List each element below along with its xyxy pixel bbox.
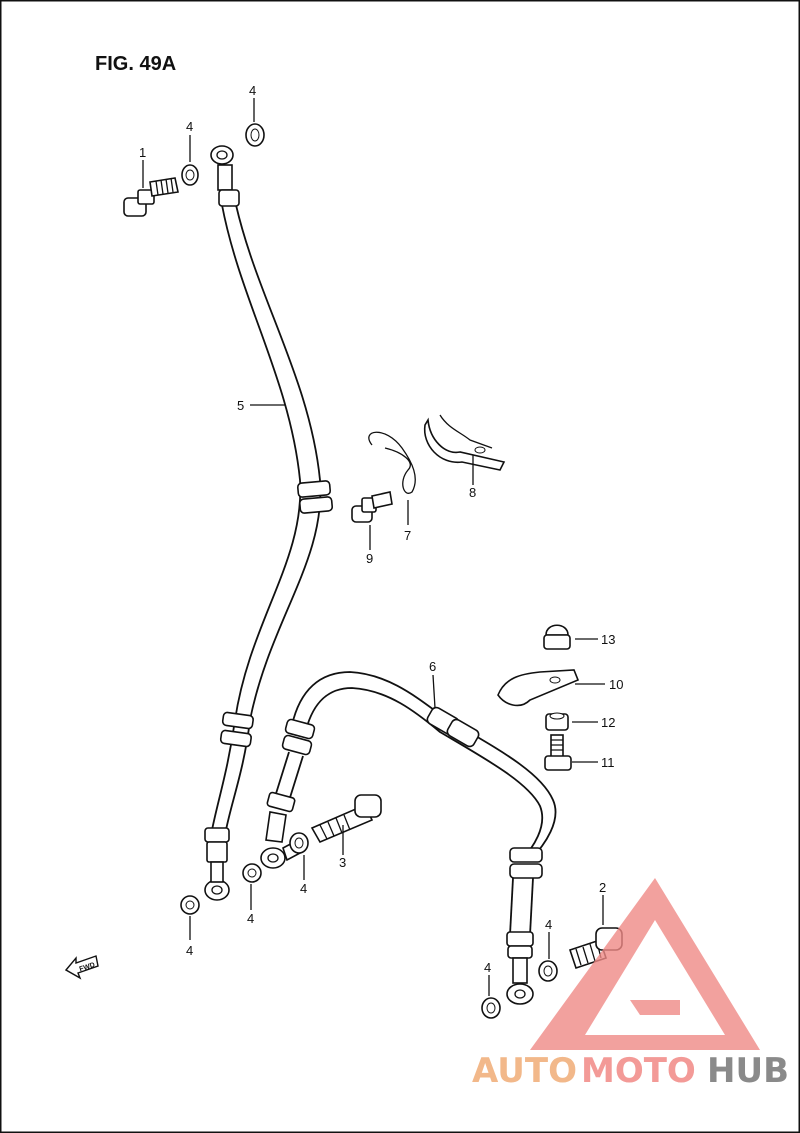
union-bolt-3 [310, 794, 382, 844]
callout-7: 7 [404, 528, 411, 543]
callout-6: 6 [429, 659, 436, 674]
bolt-9 [351, 491, 393, 523]
watermark-auto: AUTO [472, 1051, 577, 1091]
watermark-moto: MOTO [581, 1051, 696, 1091]
fwd-arrow-icon: FWD [64, 955, 99, 980]
callout-4-right-upper: 4 [545, 917, 552, 932]
cap-nut-13 [543, 624, 571, 650]
callout-11: 11 [601, 755, 615, 770]
clamp-10 [497, 669, 580, 707]
watermark-hub: HUB [707, 1051, 789, 1091]
fwd-label: FWD [79, 962, 96, 974]
callout-2: 2 [599, 880, 606, 895]
nut-12 [545, 712, 569, 731]
callout-4-bottom-mid: 4 [247, 911, 254, 926]
callout-1: 1 [139, 145, 146, 160]
watermark-triangle-icon [530, 878, 760, 1050]
callout-12: 12 [601, 715, 615, 730]
callout-4-bolt3: 4 [300, 881, 307, 896]
callout-labels: 1 2 3 4 4 4 4 4 4 4 5 6 7 8 9 10 11 12 1… [139, 83, 623, 975]
watermark-logo [530, 878, 760, 1050]
callout-4-top-right: 4 [249, 83, 256, 98]
leader-lines [142, 98, 605, 996]
callout-5: 5 [237, 398, 244, 413]
bolt-11 [544, 734, 572, 771]
figure-title: FIG. 49A [95, 53, 176, 75]
brake-hose-5 [204, 145, 334, 901]
brake-hose-6 [260, 671, 557, 1005]
union-bolt-1 [123, 177, 179, 217]
callout-4-right-lower: 4 [484, 960, 491, 975]
callout-9: 9 [366, 551, 373, 566]
callout-4-top-left: 4 [186, 119, 193, 134]
callout-10: 10 [609, 677, 623, 692]
washers-4 [180, 123, 558, 1019]
callout-3: 3 [339, 855, 346, 870]
watermark-text: AUTO MOTO HUB [472, 1051, 789, 1091]
clip-7 [368, 431, 416, 494]
callout-4-bottom-left: 4 [186, 943, 193, 958]
callout-13: 13 [601, 632, 615, 647]
clamp-8 [423, 414, 506, 471]
callout-8: 8 [469, 485, 476, 500]
